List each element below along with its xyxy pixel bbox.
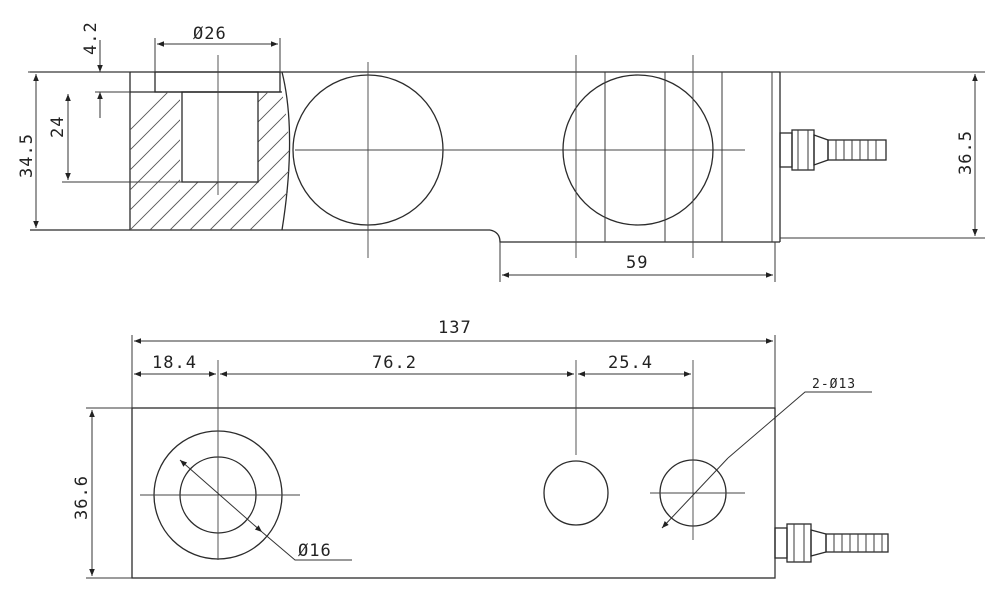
strain-hole-right bbox=[562, 74, 714, 226]
dim-bore-depth-label: 24 bbox=[48, 116, 68, 138]
dim-18-4-label: 18.4 bbox=[152, 353, 197, 373]
cable-connector-top bbox=[774, 523, 889, 563]
dim-25-4-label: 25.4 bbox=[608, 353, 653, 373]
mount-hole-1 bbox=[543, 460, 609, 526]
cable-connector-side bbox=[779, 129, 887, 171]
dim-overall-length-label: 137 bbox=[438, 318, 472, 338]
leader-bore-diameter bbox=[179, 459, 263, 533]
top-view: 137 18.4 76.2 25.4 36.6 2-Ø13 Ø16 bbox=[72, 318, 889, 579]
dim-59-label: 59 bbox=[626, 253, 648, 273]
dim-hole-dia-label: Ø16 bbox=[298, 541, 332, 561]
leader-holes-diameter bbox=[661, 457, 729, 529]
dim-thickness-label: 4.2 bbox=[81, 21, 101, 55]
dim-counterbore-label: Ø26 bbox=[193, 24, 227, 44]
body-bottom-edge-right bbox=[489, 229, 780, 243]
dim-width-label: 36.6 bbox=[72, 475, 92, 520]
dim-holes-note-label: 2-Ø13 bbox=[812, 377, 856, 392]
side-view: 4.2 Ø26 34.5 24 36.5 59 bbox=[17, 21, 985, 282]
dim-height-right-label: 36.5 bbox=[956, 130, 976, 175]
counterbore-rim bbox=[154, 71, 281, 93]
dim-76-2-label: 76.2 bbox=[372, 353, 417, 373]
bore bbox=[181, 91, 259, 183]
dim-total-height-label: 34.5 bbox=[17, 133, 37, 178]
section-break-line bbox=[281, 71, 291, 231]
